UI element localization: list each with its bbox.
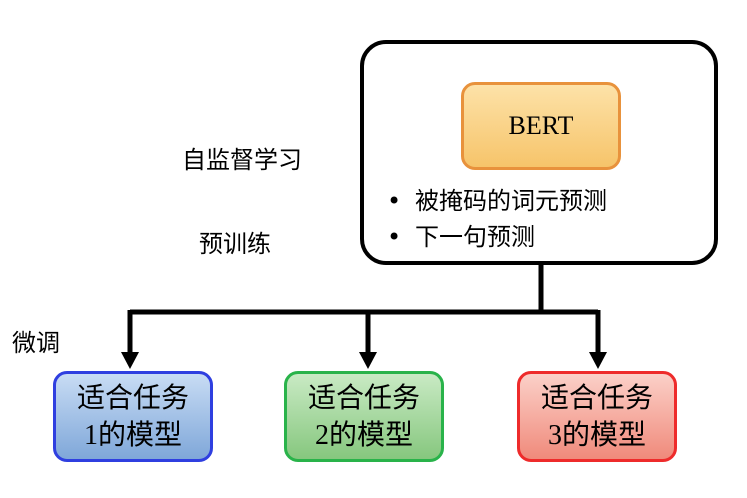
task3-model-box: 适合任务 3的模型 <box>517 371 677 462</box>
pretraining-label: 预训练 <box>199 230 271 258</box>
list-item: • 下一句预测 <box>387 219 607 255</box>
arrowhead-task2 <box>359 352 377 369</box>
task2-model-box: 适合任务 2的模型 <box>284 371 444 462</box>
objective-mlm: 被掩码的词元预测 <box>415 187 607 215</box>
list-item: • 被掩码的词元预测 <box>387 183 607 219</box>
arrowhead-task3 <box>589 352 607 369</box>
task3-line2: 3的模型 <box>547 419 646 451</box>
bullet-icon: • <box>387 223 402 251</box>
bert-model-box: BERT <box>461 82 621 170</box>
finetuning-label: 微调 <box>12 329 60 357</box>
self-supervised-label: 自监督学习 <box>182 146 302 174</box>
task1-line2: 1的模型 <box>83 419 182 451</box>
task3-line1: 适合任务 <box>540 380 653 414</box>
bullet-icon: • <box>387 187 402 215</box>
task1-model-box: 适合任务 1的模型 <box>53 371 213 462</box>
task2-line1: 适合任务 <box>307 380 420 414</box>
task1-line1: 适合任务 <box>76 380 189 414</box>
pretrain-objectives-list: • 被掩码的词元预测 • 下一句预测 <box>387 183 607 255</box>
task2-line2: 2的模型 <box>314 419 413 451</box>
arrowhead-task1 <box>121 352 139 369</box>
objective-nsp: 下一句预测 <box>415 223 535 251</box>
